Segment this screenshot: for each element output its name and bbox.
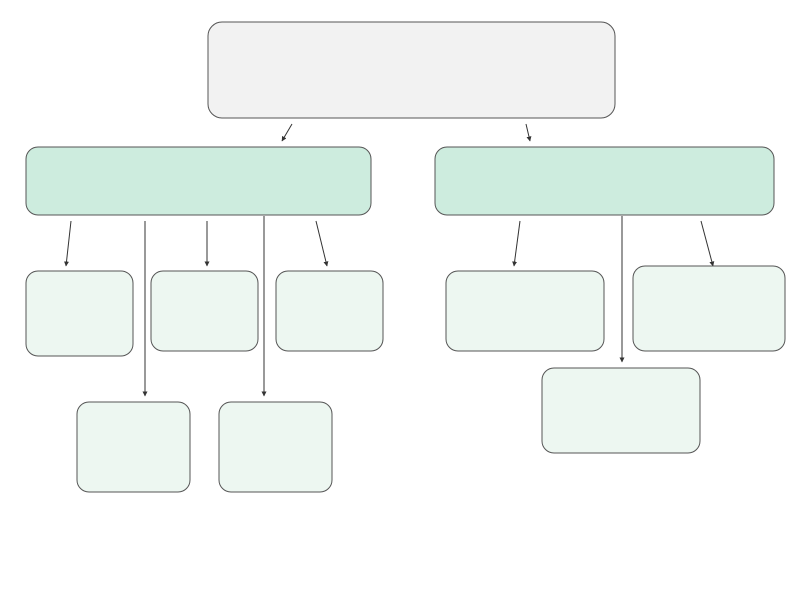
- leaf-node-right-3: [541, 367, 701, 454]
- leaf-node-right-2: [632, 265, 786, 352]
- leaf-node-left-3: [275, 270, 384, 352]
- branch-node-right-box: [434, 146, 775, 216]
- leaf-node-left-4-box: [76, 401, 191, 493]
- branch-node-right: [434, 146, 775, 216]
- leaf-node-left-2-box: [150, 270, 259, 352]
- leaf-node-left-4: [76, 401, 191, 493]
- connector-root-to-branch-right: [525, 123, 532, 142]
- leaf-node-left-2: [150, 270, 259, 352]
- leaf-node-left-5-box: [218, 401, 333, 493]
- leaf-node-left-5: [218, 401, 333, 493]
- leaf-node-left-3-box: [275, 270, 384, 352]
- root-node-box: [207, 21, 616, 119]
- leaf-node-left-1-box: [25, 270, 134, 357]
- leaf-node-right-2-box: [632, 265, 786, 352]
- leaf-node-right-1-box: [445, 270, 605, 352]
- connector-left-to-leaf-1: [64, 220, 72, 267]
- connector-root-to-branch-left: [281, 123, 293, 142]
- leaf-node-right-1: [445, 270, 605, 352]
- leaf-node-left-1: [25, 270, 134, 357]
- branch-node-left: [25, 146, 372, 216]
- branch-node-left-box: [25, 146, 372, 216]
- connector-right-to-leaf-1: [512, 220, 521, 267]
- root-node: [207, 21, 616, 119]
- connector-left-to-leaf-3: [315, 220, 329, 267]
- connectors: [64, 123, 715, 397]
- connector-right-to-leaf-2: [700, 220, 715, 267]
- leaf-node-right-3-box: [541, 367, 701, 454]
